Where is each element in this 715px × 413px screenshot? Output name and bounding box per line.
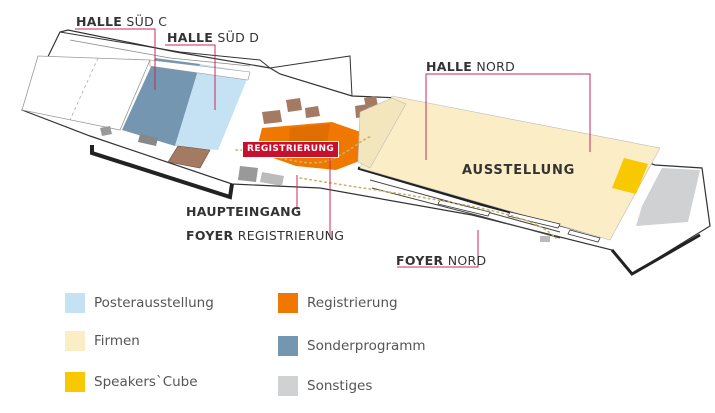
legend-label: Posterausstellung xyxy=(94,295,214,311)
legend-swatch xyxy=(278,336,298,356)
legend-swatch xyxy=(65,293,85,313)
foyer-nord-corridor xyxy=(369,179,601,243)
halle-sued-c-zone[interactable] xyxy=(122,58,200,146)
halle-sued-area xyxy=(21,55,251,150)
legend-label: Registrierung xyxy=(307,295,398,311)
legend-swatch xyxy=(65,372,85,392)
halle-sued-d-zone[interactable] xyxy=(175,64,250,150)
label-halle-sued-c: HALLE SÜD C xyxy=(76,14,168,29)
sonstiges-zone xyxy=(636,168,700,226)
service-rooms xyxy=(100,96,378,186)
leader-lines xyxy=(75,28,591,268)
label-foyer-nord: FOYER NORD xyxy=(396,253,487,268)
legend-label: Firmen xyxy=(94,333,140,349)
legend-swatch xyxy=(65,331,85,351)
label-halle-nord: HALLE NORD xyxy=(426,59,516,74)
label-foyer-registrierung: FOYER REGISTRIERUNG xyxy=(186,228,345,243)
speakers-cube-zone[interactable] xyxy=(612,158,648,194)
label-registrierung-tag: REGISTRIERUNG xyxy=(242,141,340,158)
legend-swatch xyxy=(278,376,298,396)
legend-label: Sonderprogramm xyxy=(307,338,426,354)
label-halle-sued-d: HALLE SÜD D xyxy=(167,30,260,45)
legend-swatch xyxy=(278,293,298,313)
label-ausstellung: AUSSTELLUNG xyxy=(462,163,576,178)
label-haupteingang: HAUPTEINGANG xyxy=(186,204,302,219)
legend-label: Sonstiges xyxy=(307,378,373,394)
legend-label: Speakers`Cube xyxy=(94,374,198,390)
